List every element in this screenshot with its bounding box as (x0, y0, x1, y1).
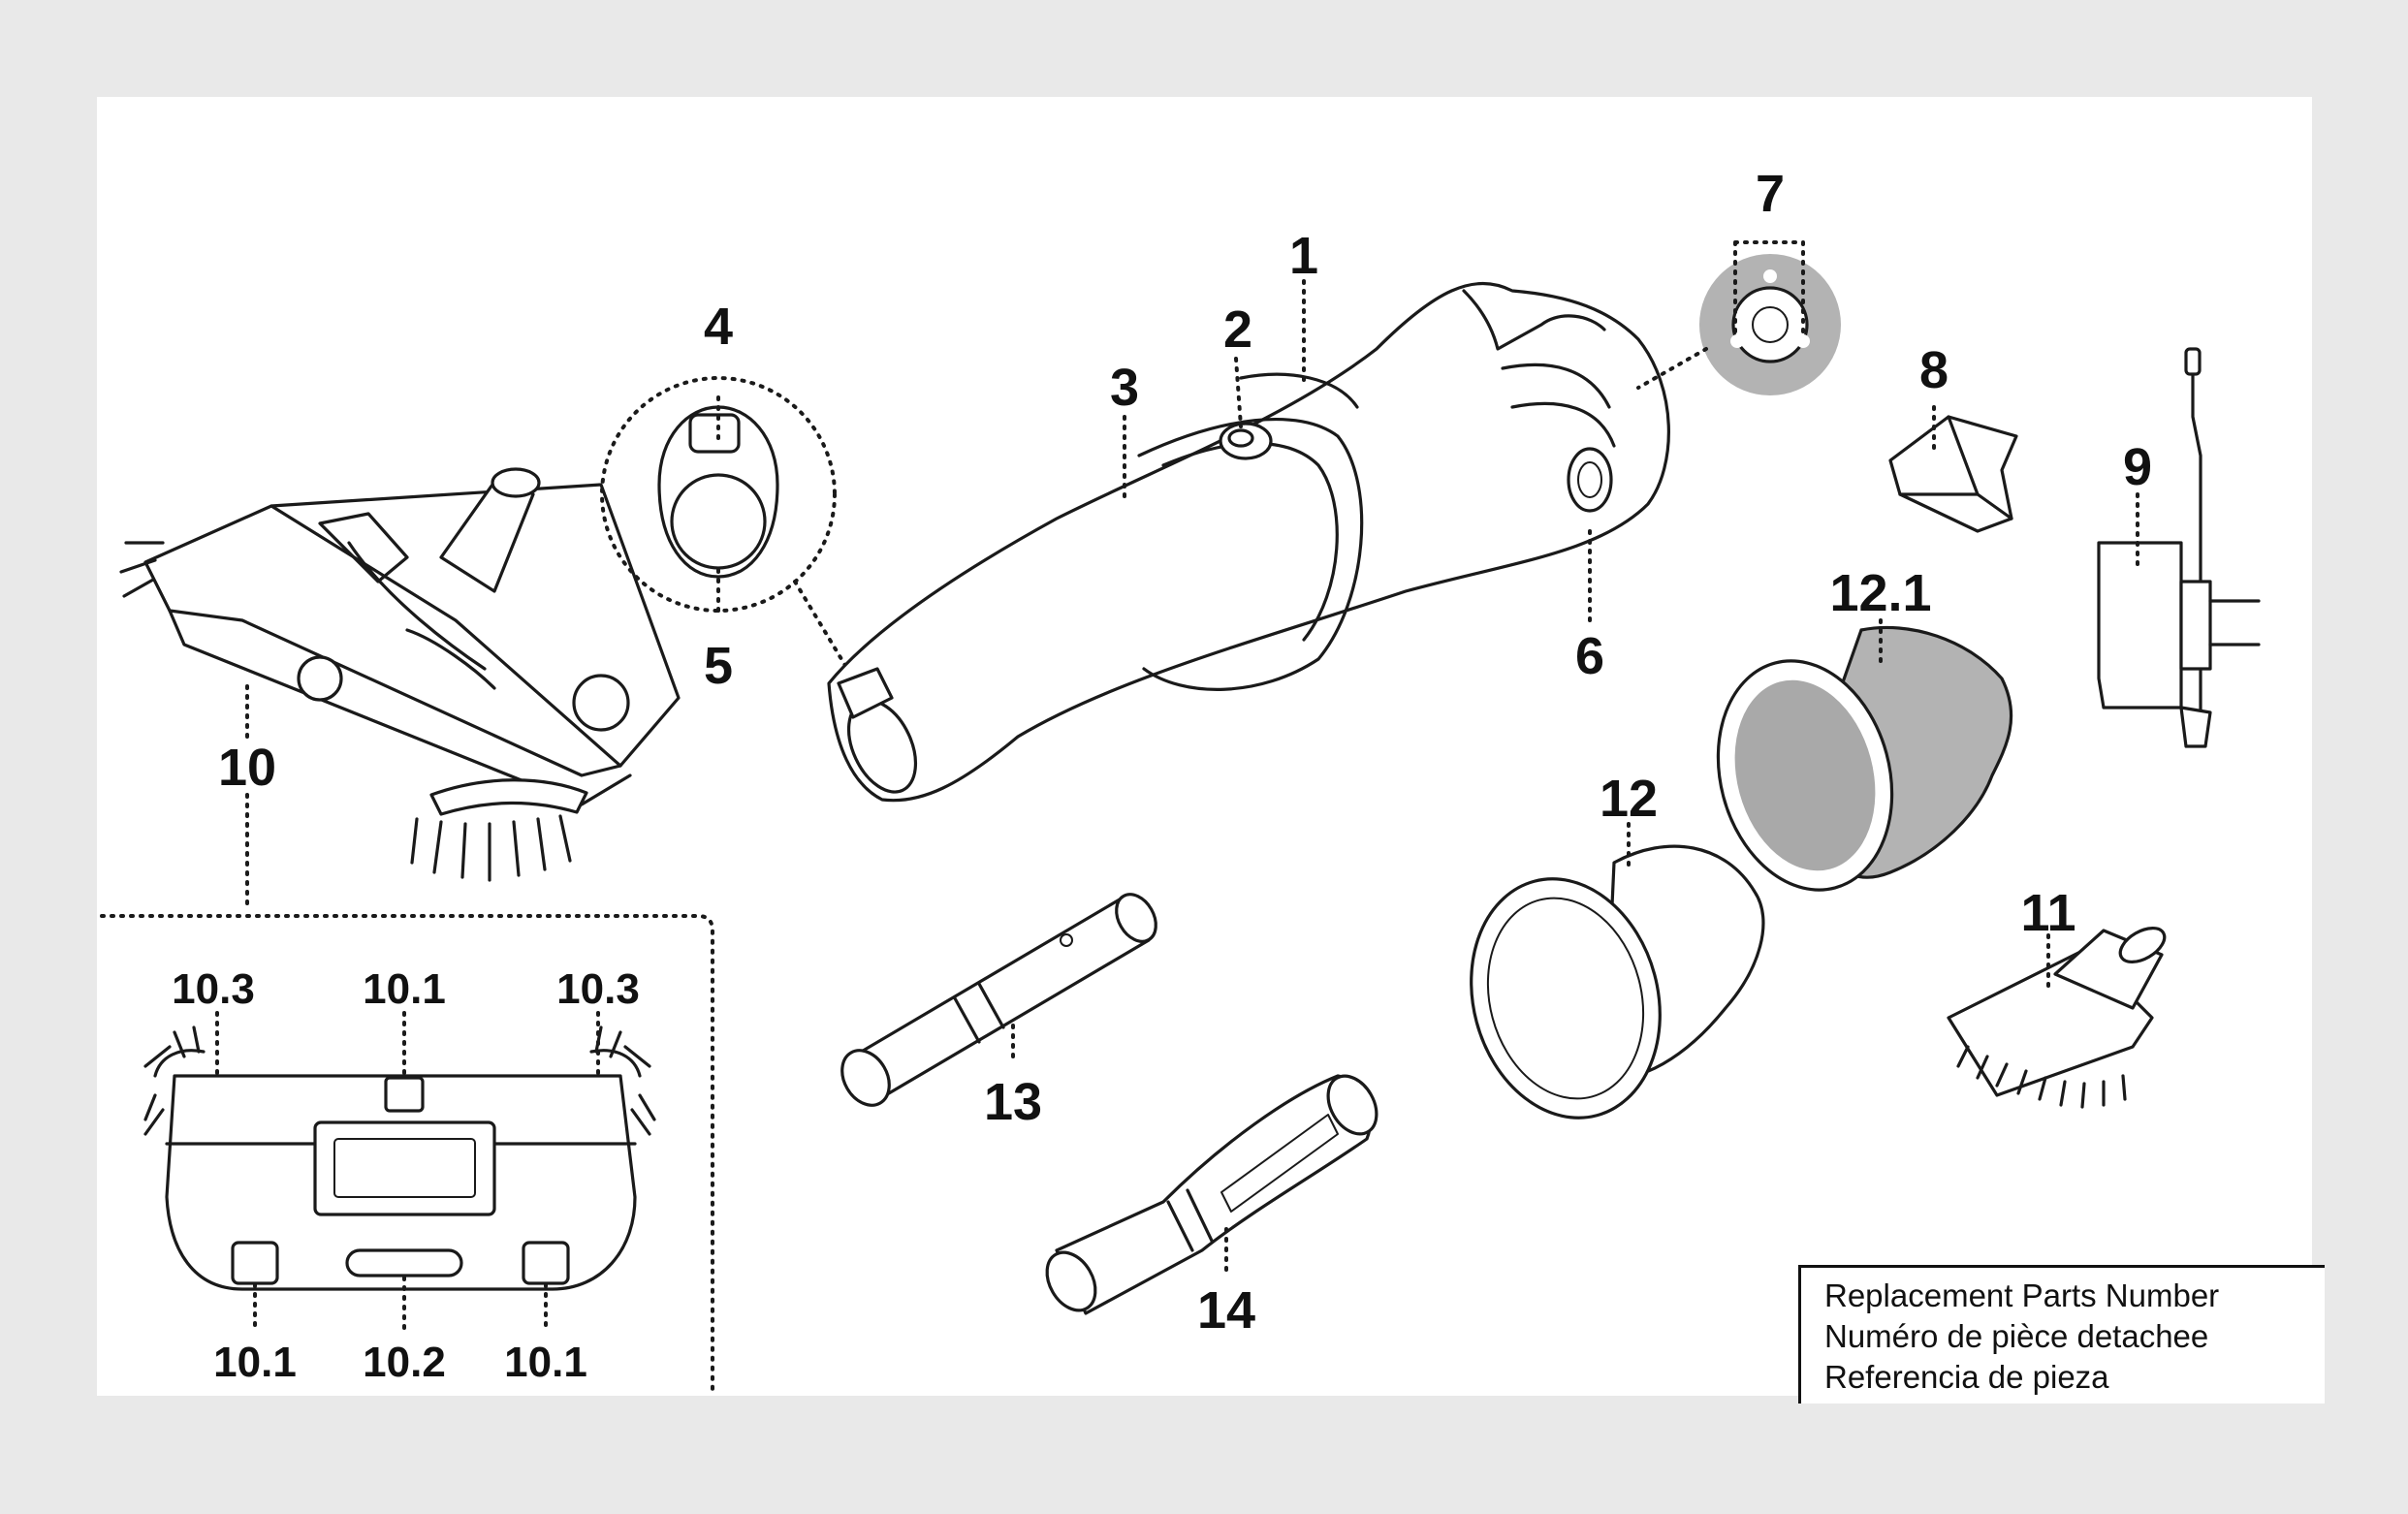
callout-10-3-left: 10.3 (172, 965, 255, 1013)
part-extension-tube (840, 893, 1157, 1107)
callout-10-1-bottom-left: 10.1 (213, 1339, 297, 1386)
callout-labels: 1 2 3 4 5 6 7 8 9 10 11 12 12.1 13 14 10… (172, 165, 2152, 1386)
callout-14: 14 (1197, 1281, 1255, 1340)
callout-10-3-right: 10.3 (556, 965, 640, 1013)
callout-13: 13 (984, 1073, 1042, 1131)
legend-english: Replacement Parts Number (1824, 1277, 2220, 1313)
callout-10: 10 (218, 739, 276, 797)
callout-9: 9 (2123, 438, 2152, 496)
legend-spanish: Referencia de pieza (1824, 1359, 2109, 1395)
callout-12-1: 12.1 (1829, 564, 1931, 622)
callout-6: 6 (1575, 627, 1604, 685)
callout-7: 7 (1756, 165, 1785, 223)
callout-3: 3 (1110, 359, 1139, 417)
callout-8: 8 (1919, 341, 1949, 399)
part-filter-bag-grey (1716, 625, 2013, 892)
callout-4: 4 (704, 298, 733, 356)
part-filter-ring (600, 376, 855, 680)
part-handheld-body (827, 282, 1670, 803)
callout-10-1-top: 10.1 (363, 965, 446, 1013)
callout-10-1-bottom-right: 10.1 (504, 1339, 587, 1386)
part-charger (2097, 347, 2261, 748)
part-filter-disc (1636, 240, 1841, 395)
part-filter-bag (1470, 844, 1765, 1120)
callout-11: 11 (2020, 884, 2075, 942)
nozzle-bristles (119, 541, 572, 882)
part-crevice-tool (1045, 1074, 1378, 1315)
part-floor-nozzle (119, 467, 681, 882)
callout-2: 2 (1223, 300, 1252, 359)
part-wedge (1888, 415, 2018, 533)
parts-legend-box: Replacement Parts Number Numéro de pièce… (1798, 1265, 2325, 1404)
callout-10-2: 10.2 (363, 1339, 446, 1386)
callout-1: 1 (1289, 227, 1318, 285)
leader-lines (245, 279, 2139, 1272)
legend-french: Numéro de pièce detachee (1824, 1318, 2209, 1354)
callout-12: 12 (1600, 770, 1658, 828)
part-brush-tool (1947, 926, 2167, 1109)
nozzle-underside-detail (100, 793, 714, 1398)
callout-5: 5 (704, 637, 733, 695)
